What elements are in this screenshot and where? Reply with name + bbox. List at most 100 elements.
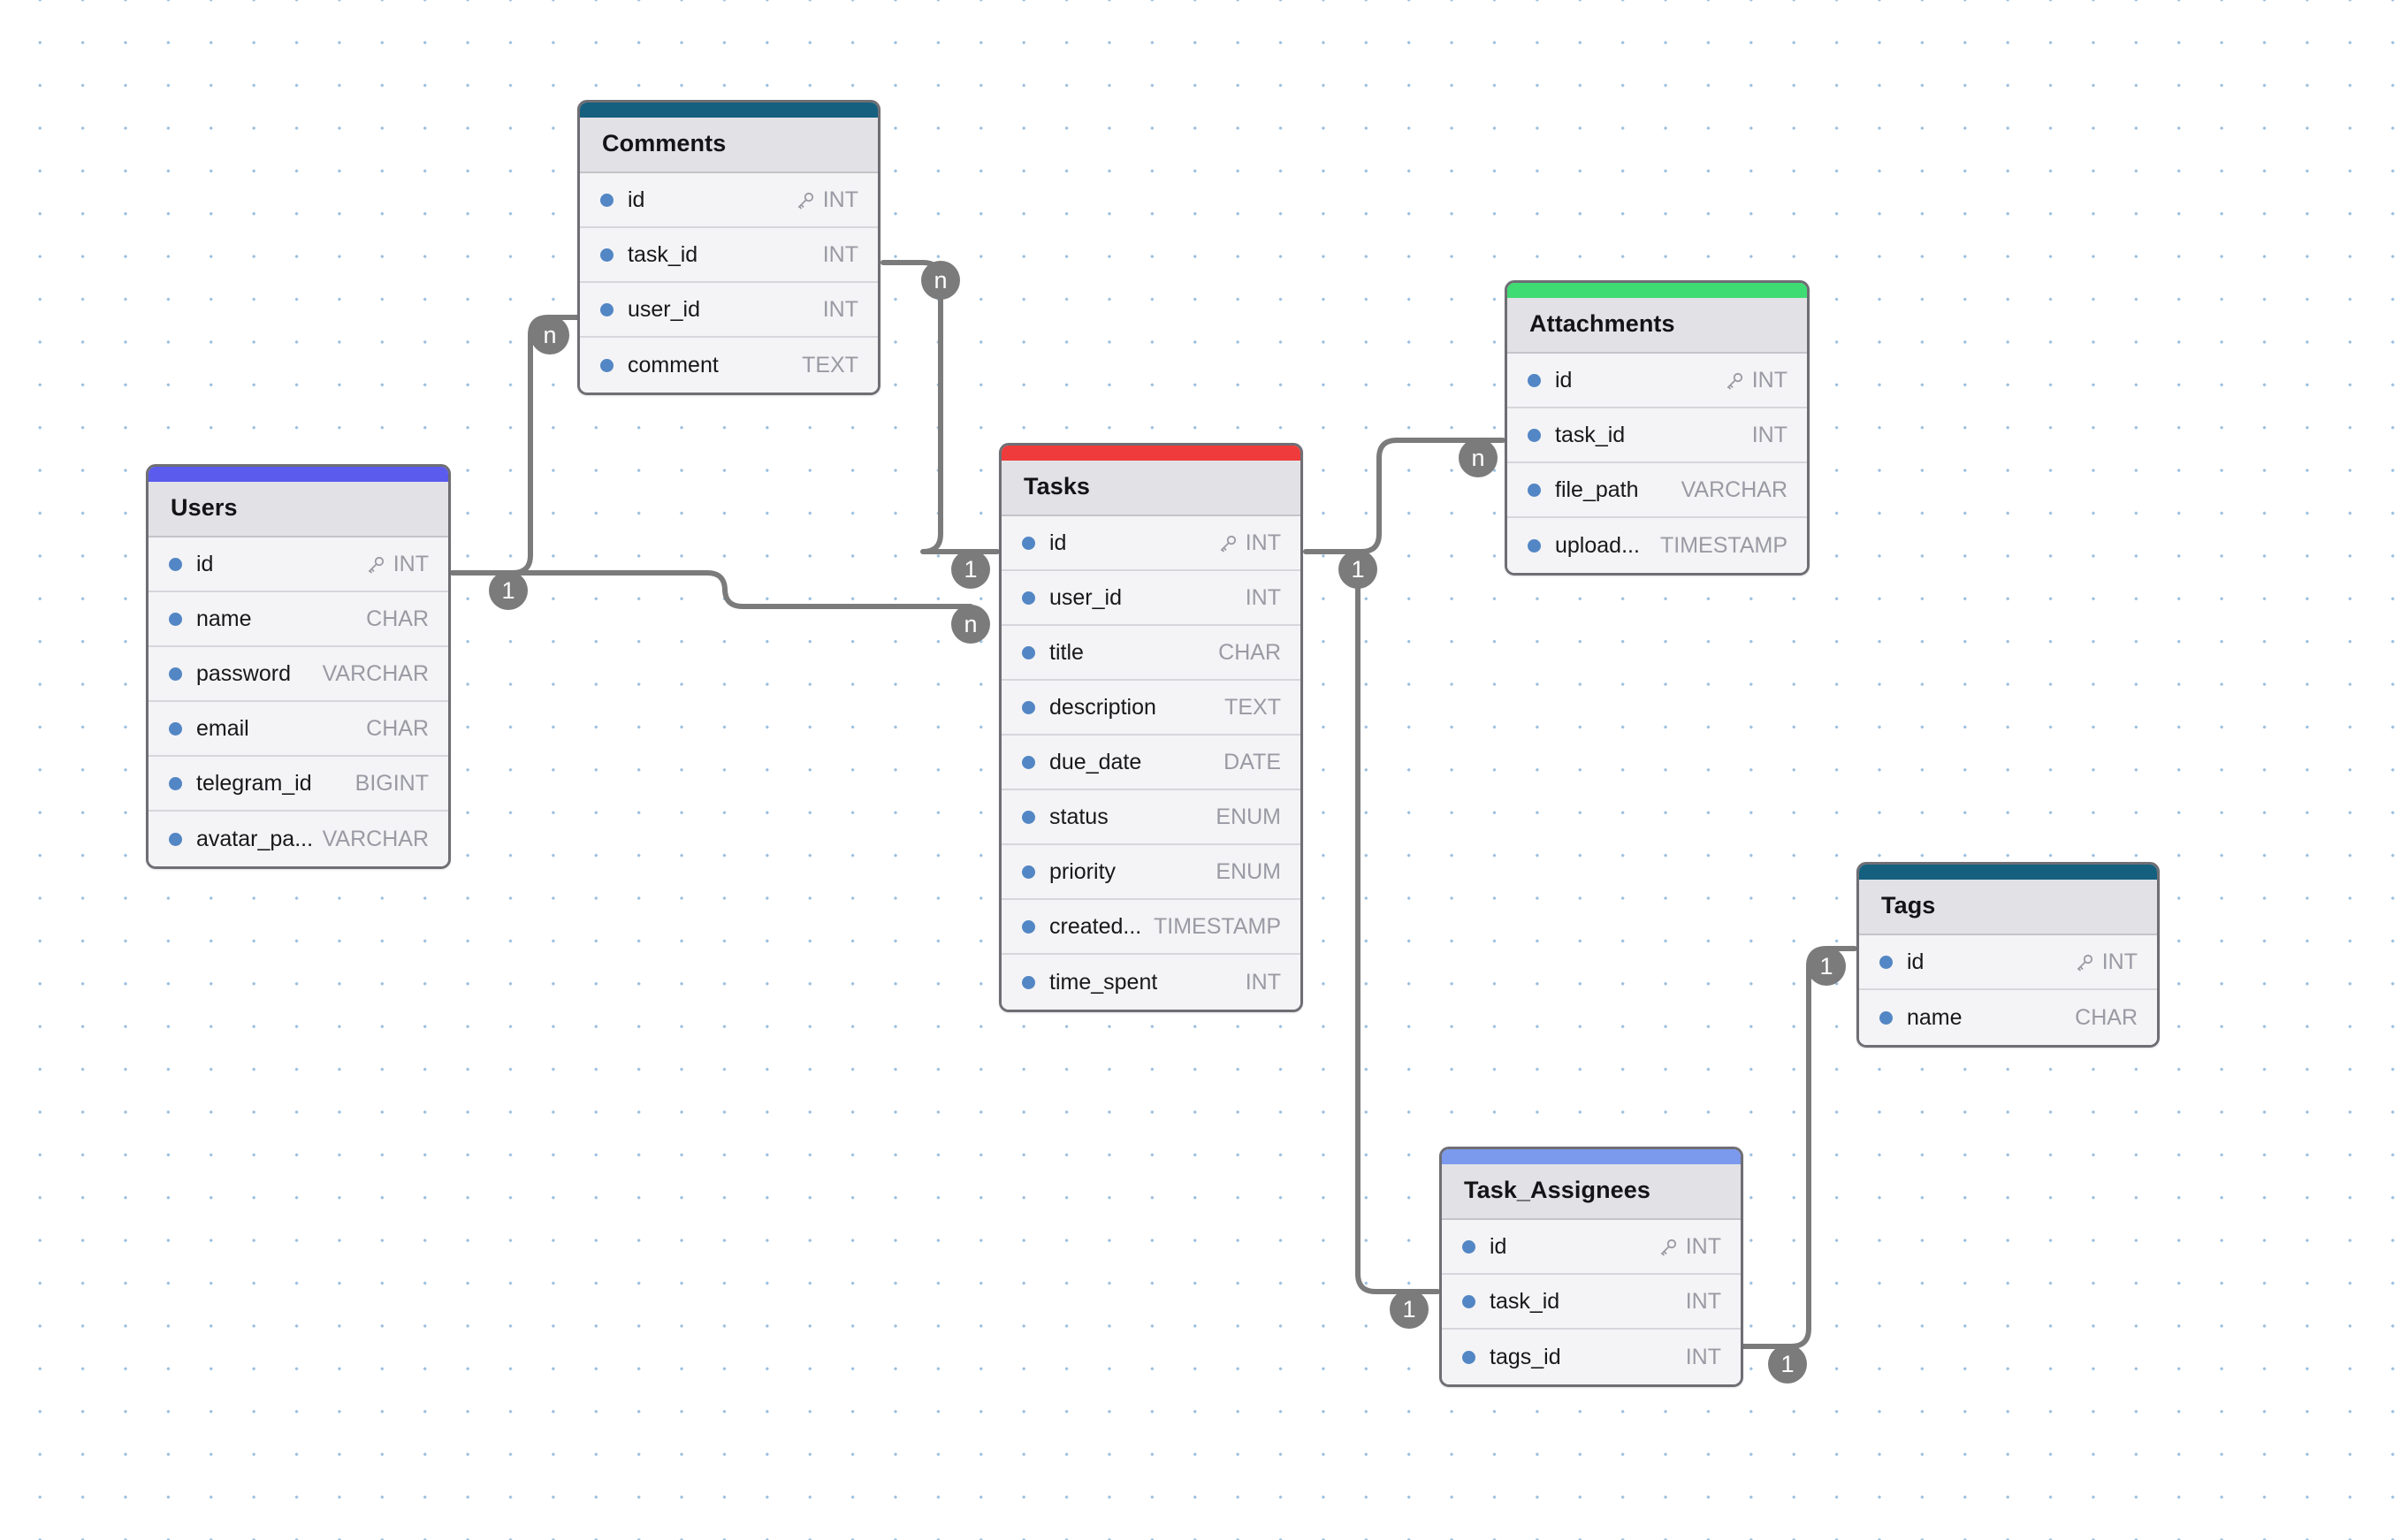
field-name: time_spent [1049, 969, 1158, 995]
field-name: status [1049, 804, 1109, 829]
field-type-label: CHAR [1218, 639, 1281, 665]
field-row[interactable]: user_id INT [580, 283, 878, 338]
field-type-label: CHAR [366, 715, 429, 741]
field-name: user_id [1049, 584, 1122, 610]
field-bullet-icon [169, 721, 182, 736]
key-icon [368, 556, 384, 573]
field-type: INT [1658, 1234, 1721, 1260]
field-type-label: INT [822, 296, 858, 322]
field-type: INT [1246, 970, 1281, 995]
field-type: CHAR [366, 716, 429, 742]
badge-assignees-task-id: 1 [1390, 1290, 1429, 1329]
field-row[interactable]: id INT [580, 173, 878, 228]
table-accent-bar-task_assignees [1442, 1149, 1741, 1164]
edge-tasks-assignees [1354, 563, 1440, 1294]
field-type-label: INT [822, 241, 858, 267]
field-bullet-icon [1528, 373, 1541, 387]
field-row[interactable]: upload...TIMESTAMP [1507, 518, 1807, 573]
table-accent-bar-attachments [1507, 283, 1807, 298]
key-icon [1660, 1239, 1676, 1255]
table-accent-bar-tags [1859, 865, 2157, 880]
badge-tasks-id-left: 1 [951, 550, 990, 589]
field-row[interactable]: task_id INT [580, 228, 878, 283]
field-type: INT [2075, 949, 2138, 975]
field-bullet-icon [1022, 645, 1035, 659]
field-type-label: TIMESTAMP [1660, 532, 1787, 558]
field-type-label: INT [1685, 1233, 1721, 1259]
field-type-label: TEXT [1224, 694, 1281, 720]
badge-tasks-user-id: n [951, 605, 990, 644]
field-type-label: ENUM [1216, 858, 1281, 884]
badge-tags-id: 1 [1807, 947, 1846, 986]
field-type: BIGINT [355, 771, 429, 797]
field-type-label: INT [1245, 969, 1281, 995]
field-bullet-icon [1462, 1294, 1475, 1308]
field-name: title [1049, 639, 1084, 665]
field-bullet-icon [1022, 536, 1035, 550]
field-name: user_id [628, 296, 700, 322]
field-name: avatar_pa... [196, 826, 314, 851]
field-type: INT [1686, 1345, 1721, 1370]
field-row[interactable]: email CHAR [149, 702, 448, 757]
field-bullet-icon [1022, 919, 1035, 934]
field-name: comment [628, 352, 719, 377]
field-type: DATE [1223, 750, 1281, 775]
field-row[interactable]: user_id INT [1002, 571, 1300, 626]
field-type-label: INT [1245, 584, 1281, 610]
badge-users-id: 1 [489, 571, 528, 610]
field-bullet-icon [1528, 538, 1541, 553]
field-row[interactable]: time_spent INT [1002, 955, 1300, 1010]
field-type: INT [796, 187, 858, 213]
field-type-label: CHAR [2075, 1004, 2138, 1030]
field-type-label: DATE [1223, 749, 1281, 774]
field-row[interactable]: created...TIMESTAMP [1002, 900, 1300, 955]
field-type-label: VARCHAR [322, 826, 429, 851]
field-row[interactable]: avatar_pa... VARCHAR [149, 812, 448, 866]
field-type-label: BIGINT [354, 770, 429, 796]
field-type-label: INT [1751, 422, 1787, 447]
field-name: email [196, 715, 249, 741]
badge-comments-task-id: n [921, 261, 960, 300]
field-bullet-icon [1022, 755, 1035, 769]
field-name: id [628, 187, 645, 212]
field-type: VARCHAR [1681, 477, 1787, 503]
field-type: INT [1725, 368, 1787, 393]
field-row[interactable]: title CHAR [1002, 626, 1300, 681]
field-name: created... [1049, 913, 1142, 939]
field-type-label: CHAR [366, 606, 429, 631]
field-name: task_id [628, 241, 698, 267]
field-type-label: INT [1685, 1344, 1721, 1369]
table-title-users: Users [149, 482, 448, 537]
field-type: INT [823, 242, 858, 268]
field-bullet-icon [1462, 1350, 1475, 1364]
